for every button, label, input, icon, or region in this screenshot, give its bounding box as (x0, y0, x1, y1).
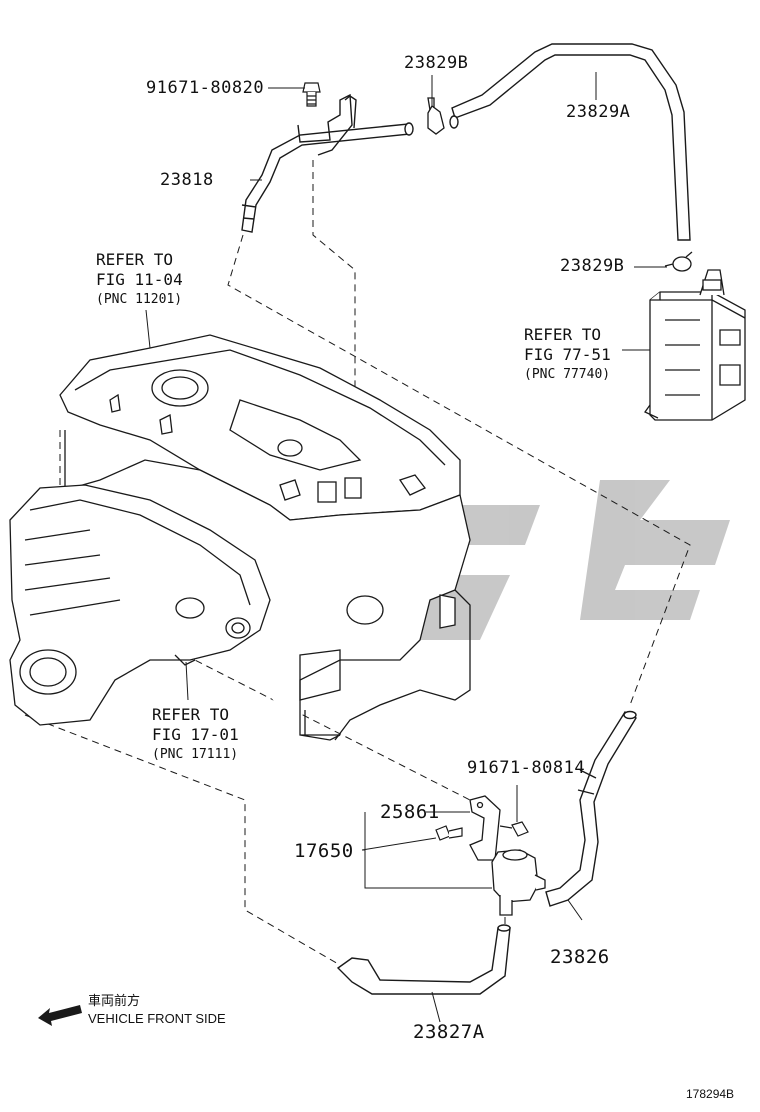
figure-number: 178294B (686, 1087, 735, 1101)
part-number-17650[interactable]: 17650 (294, 840, 354, 862)
part-number-91671-80814[interactable]: 91671-80814 (467, 758, 586, 778)
part-number-23829a[interactable]: 23829A (566, 102, 631, 122)
reference-line-3: (PNC 17111) (152, 747, 239, 762)
arrow-left-icon (38, 1005, 82, 1026)
bolt-91671-80814 (499, 821, 529, 837)
clamp-23829b-top (427, 97, 445, 135)
intake-manifold (9, 484, 271, 726)
reference-line-1: REFER TO (96, 250, 174, 269)
reference-line-1: REFER TO (152, 705, 230, 724)
reference-fig-11-04[interactable]: REFER TO FIG 11-04 (PNC 11201) (96, 250, 183, 310)
charcoal-canister (644, 269, 746, 421)
hose-23827a (336, 924, 511, 995)
reference-line-2: FIG 11-04 (96, 270, 183, 289)
reference-fig-17-01[interactable]: REFER TO FIG 17-01 (PNC 17111) (152, 705, 239, 765)
reference-fig-77-51[interactable]: REFER TO FIG 77-51 (PNC 77740) (524, 325, 611, 385)
reference-line-2: FIG 17-01 (152, 725, 239, 744)
hose-23829a (449, 43, 691, 241)
part-number-23818[interactable]: 23818 (160, 170, 214, 190)
hose-23818 (241, 93, 414, 233)
reference-line-2: FIG 77-51 (524, 345, 611, 364)
bolt-17650 (435, 825, 463, 841)
hose-23826 (545, 710, 637, 907)
reference-line-3: (PNC 11201) (96, 292, 183, 307)
part-number-23829b-mid[interactable]: 23829B (560, 256, 625, 276)
vehicle-front-japanese: 車両前方 (88, 993, 141, 1008)
bracket-25861 (469, 795, 501, 861)
dashed-reference-lines (24, 160, 691, 966)
leader-lines (145, 72, 667, 1023)
part-number-91671-80820[interactable]: 91671-80820 (146, 78, 265, 98)
vsv-valve (491, 849, 546, 916)
part-number-23827a[interactable]: 23827A (413, 1021, 485, 1043)
part-number-25861[interactable]: 25861 (380, 801, 440, 823)
bolt-91671-80820 (302, 82, 321, 107)
reference-line-3: (PNC 77740) (524, 367, 611, 382)
part-number-23829b-top[interactable]: 23829B (404, 53, 469, 73)
reference-line-1: REFER TO (524, 325, 602, 344)
vehicle-front-label: VEHICLE FRONT SIDE (88, 1011, 226, 1026)
part-number-23826[interactable]: 23826 (550, 946, 610, 968)
clamp-23829b-mid (664, 251, 693, 272)
